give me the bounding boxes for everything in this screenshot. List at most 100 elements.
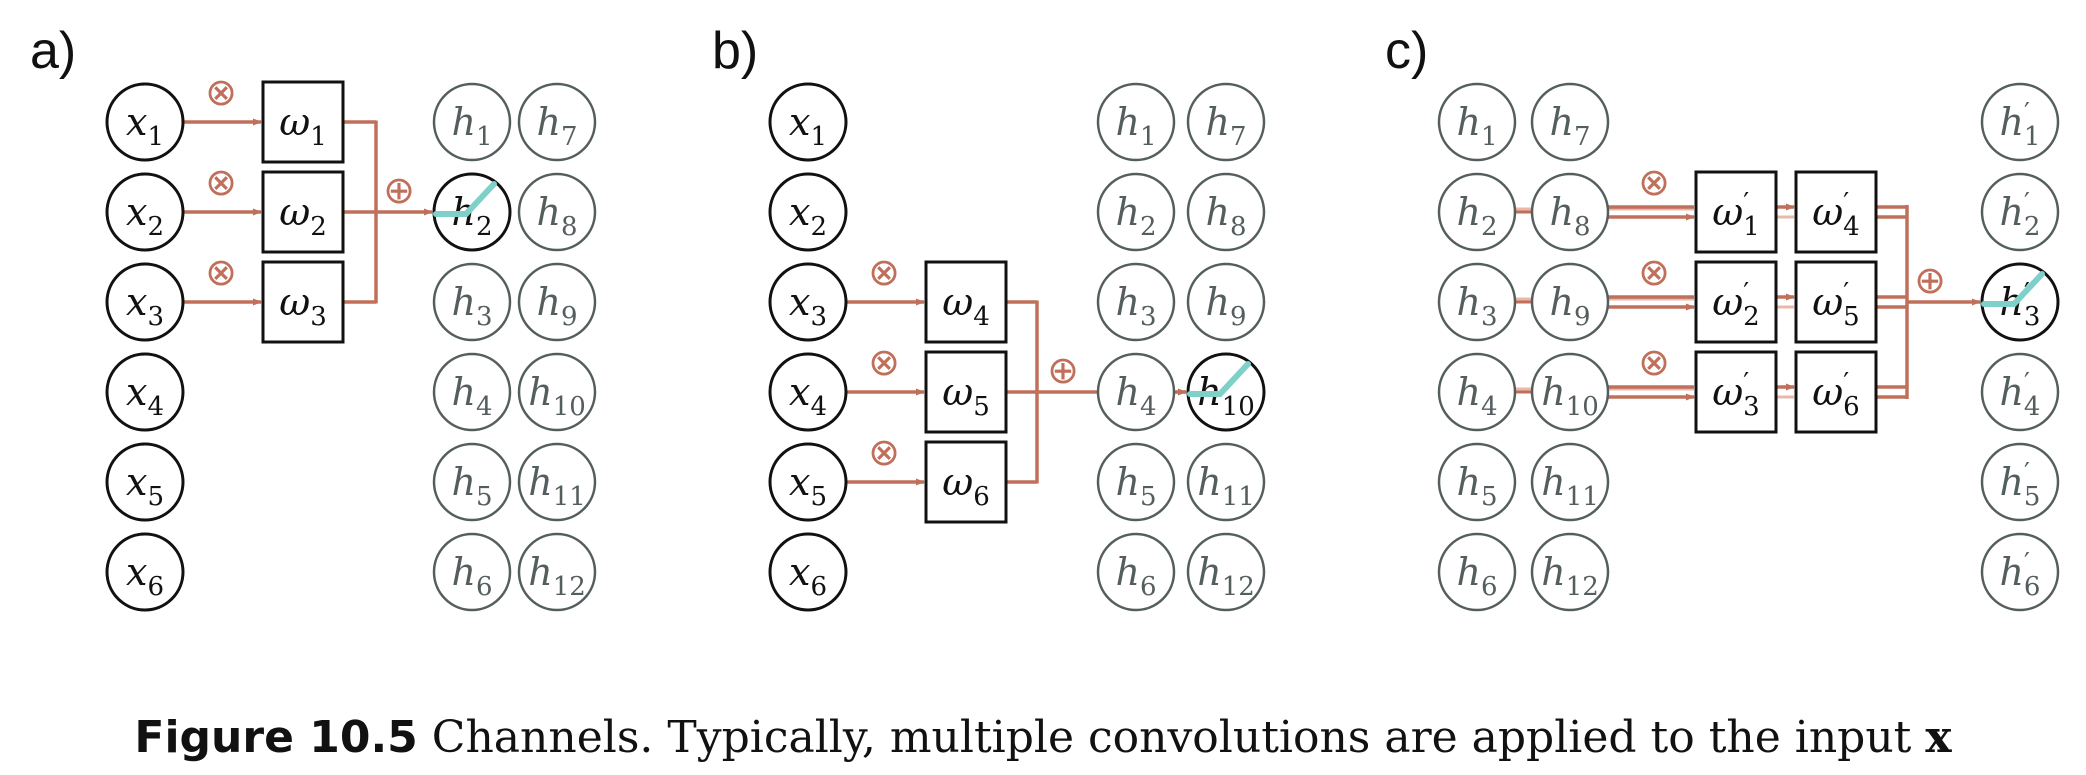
panel-a-weight-box-1: [261, 80, 345, 164]
panel-c-add-symbol: ⊕: [1914, 258, 1946, 302]
panel-a-input-node-x5-label: x5: [126, 460, 164, 512]
panel-a-hidden-node-h12-label: h12: [528, 550, 586, 602]
caption-text: Channels. Typically, multiple convolutio…: [417, 712, 1926, 763]
panel-b-input-node-x2: [768, 172, 848, 252]
panel-c-output-node-h5-prime: [1980, 442, 2060, 522]
panel-b-hidden-node-h11: [1186, 442, 1266, 522]
panel-b-hidden-node-h4-label: h4: [1115, 370, 1156, 422]
panel-a-input-node-x5: [105, 442, 185, 522]
panel-b-input-node-x6: [768, 532, 848, 612]
panel-b-input-node-x5: [768, 442, 848, 522]
panel-c-input-node-h10: [1530, 352, 1610, 432]
panel-a-hidden-node-h7: [517, 82, 597, 162]
panel-b-hidden-node-h11-label: h11: [1197, 460, 1255, 512]
panel-a-input-node-x3: [105, 262, 185, 342]
panel-c-output-node-h2-prime: [1980, 172, 2060, 252]
panel-a-weight-box-1-label: ω1: [279, 100, 327, 152]
panel-c-output-node-h1-prime: [1980, 82, 2060, 162]
panel-c-input-node-h12: [1530, 532, 1610, 612]
panel-c-weight-box-3-prime: [1694, 350, 1778, 434]
panel-a-hidden-node-h5-label: h5: [451, 460, 492, 512]
panel-c-weight-box-5-prime: [1794, 260, 1878, 344]
panel-a-weight-box-3-label: ω3: [279, 280, 327, 332]
panel-a-input-node-x2-label: x2: [126, 190, 164, 242]
panel-b-input-node-x4: [768, 352, 848, 432]
panel-a-receptive-highlight: [433, 181, 497, 217]
panel-b-hidden-node-h9: [1186, 262, 1266, 342]
panel-c-input-node-h8-label: h8: [1549, 190, 1590, 242]
panel-c-input-node-h2: [1437, 172, 1517, 252]
panel-a-hidden-node-h9: [517, 262, 597, 342]
panel-a-hidden-node-h11-label: h11: [528, 460, 586, 512]
panel-b-hidden-node-h5: [1096, 442, 1176, 522]
panel-c-input-node-h7: [1530, 82, 1610, 162]
panel-b-receptive-highlight: [1187, 361, 1251, 397]
panel-b-input-node-x5-label: x5: [789, 460, 827, 512]
panel-c-input-node-h5-label: h5: [1456, 460, 1497, 512]
panel-a-input-node-x3-label: x3: [126, 280, 164, 332]
panel-a-input-node-x4-label: x4: [126, 370, 164, 422]
panel-a-hidden-node-h10: [517, 352, 597, 432]
panel-c-input-node-h3: [1437, 262, 1517, 342]
panel-c-input-node-h9: [1530, 262, 1610, 342]
panel-a-hidden-node-h8: [517, 172, 597, 252]
panel-b-input-node-x1: [768, 82, 848, 162]
panel-c-input-node-h2-label: h2: [1456, 190, 1497, 242]
panel-a-input-node-x1-label: x1: [126, 100, 164, 152]
panel-c-input-node-h7-label: h7: [1549, 100, 1590, 152]
panel-b-multiply-symbol: ⊗: [868, 250, 900, 294]
panel-a-multiply-symbol: ⊗: [205, 70, 237, 114]
panel-b-hidden-node-h8: [1186, 172, 1266, 252]
panel-a-hidden-node-h1: [432, 82, 512, 162]
panel-c-weight-box-3-prime-label: ω′3: [1712, 368, 1759, 422]
panel-a-input-node-x6: [105, 532, 185, 612]
panel-c-multiply-symbol: ⊗: [1638, 340, 1670, 384]
panel-b-hidden-node-h2-label: h2: [1115, 190, 1156, 242]
panel-a-hidden-node-h8-label: h8: [536, 190, 577, 242]
panel-c-output-node-h6-prime: [1980, 532, 2060, 612]
panel-a-hidden-node-h4-label: h4: [451, 370, 492, 422]
panel-b-input-node-x6-label: x6: [789, 550, 827, 602]
panel-b-weight-box-5-label: ω5: [942, 370, 990, 422]
panel-b-weight-box-5: [924, 350, 1008, 434]
panel-a-hidden-node-h3: [432, 262, 512, 342]
panel-c-output-node-h2-prime-label: h′2: [2000, 188, 2041, 242]
panel-a-hidden-node-h1-label: h1: [451, 100, 492, 152]
panel-c-output-node-h6-prime-label: h′6: [2000, 548, 2041, 602]
panel-c-input-node-h6: [1437, 532, 1517, 612]
panel-c-output-node-h4-prime: [1980, 352, 2060, 432]
panel-c-weight-box-4-prime: [1794, 170, 1878, 254]
panel-b-add-symbol: ⊕: [1047, 348, 1079, 392]
panel-a-hidden-node-h6: [432, 532, 512, 612]
panel-b-hidden-node-h3-label: h3: [1115, 280, 1156, 332]
panel-b-label: b): [712, 22, 758, 80]
panel-b-hidden-node-h4: [1096, 352, 1176, 432]
panel-c-weight-box-4-prime-label: ω′4: [1812, 188, 1859, 242]
caption-label: Figure 10.5: [134, 712, 418, 763]
panel-c-input-node-h9-label: h9: [1549, 280, 1590, 332]
panel-c-input-node-h5: [1437, 442, 1517, 522]
panel-a-hidden-node-h9-label: h9: [536, 280, 577, 332]
panel-c-input-node-h6-label: h6: [1456, 550, 1497, 602]
panel-b-hidden-node-h12-label: h12: [1197, 550, 1255, 602]
panel-c-input-node-h3-label: h3: [1456, 280, 1497, 332]
panel-c-weight-box-1-prime: [1694, 170, 1778, 254]
panel-c-output-node-h1-prime-label: h′1: [2000, 98, 2041, 152]
panel-a-hidden-node-h11: [517, 442, 597, 522]
panel-b-hidden-node-h6: [1096, 532, 1176, 612]
panel-a-weight-box-2-label: ω2: [279, 190, 327, 242]
panel-c-weight-box-6-prime-label: ω′6: [1812, 368, 1859, 422]
panel-a-multiply-symbol: ⊗: [205, 250, 237, 294]
panel-a-input-node-x1: [105, 82, 185, 162]
panel-a-weight-box-3: [261, 260, 345, 344]
panel-b-hidden-node-h2: [1096, 172, 1176, 252]
panel-b-hidden-node-h6-label: h6: [1115, 550, 1156, 602]
panel-b-hidden-node-h8-label: h8: [1205, 190, 1246, 242]
panel-c-weight-box-1-prime-label: ω′1: [1712, 188, 1759, 242]
panel-b-hidden-node-h5-label: h5: [1115, 460, 1156, 512]
panel-a-hidden-node-h12: [517, 532, 597, 612]
panel-c-input-node-h11: [1530, 442, 1610, 522]
panel-b-hidden-node-h1-label: h1: [1115, 100, 1156, 152]
panel-b-weight-box-4-label: ω4: [942, 280, 990, 332]
panel-c-weight-box-5-prime-label: ω′5: [1812, 278, 1859, 332]
